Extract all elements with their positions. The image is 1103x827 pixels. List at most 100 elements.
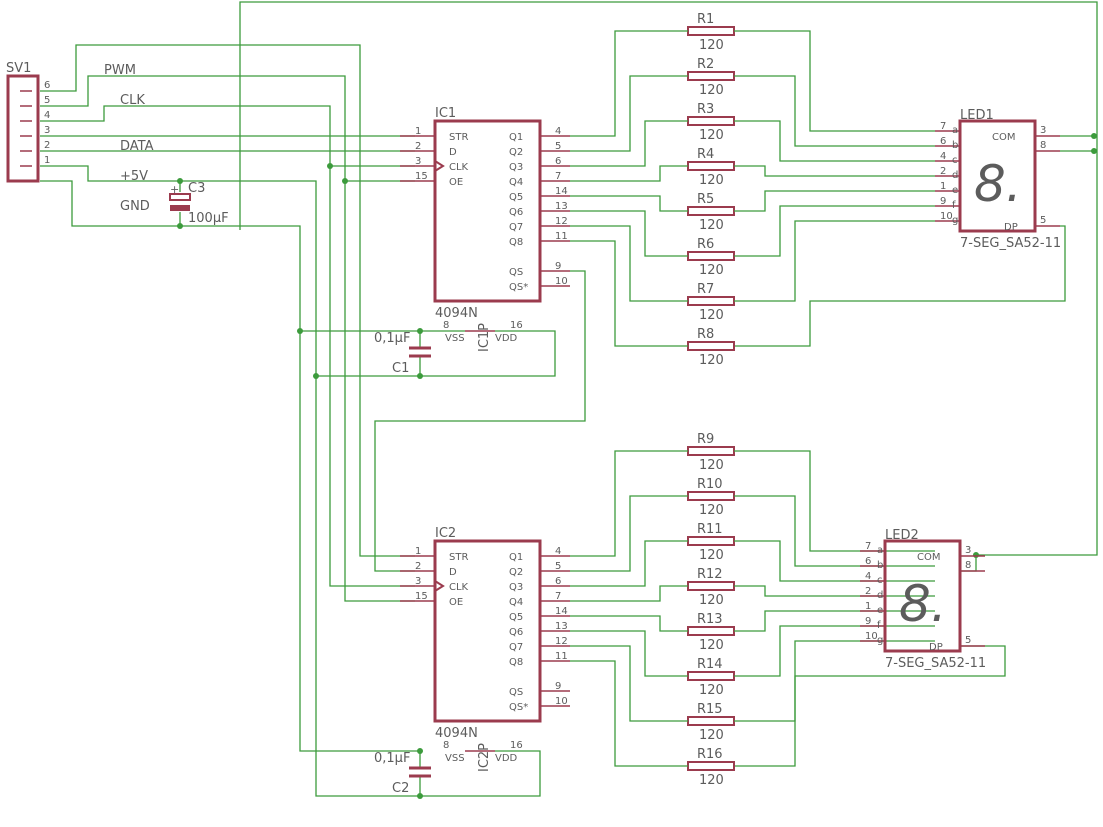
ic-pin-label: CLK: [449, 582, 469, 593]
wire-resistor-seg: [734, 30, 935, 132]
resistor-r14: [687, 671, 735, 681]
resistor-r9: [687, 446, 735, 456]
wire-q-resistor: [570, 75, 688, 152]
resistor-r10: [687, 491, 735, 501]
ic-pin-num: 9: [555, 681, 561, 692]
resistor-value: 120: [699, 263, 724, 278]
resistor-value: 120: [699, 353, 724, 368]
display-part: 7-SEG_SA52-11: [960, 236, 1061, 251]
wire-q-resistor: [570, 585, 688, 602]
ic-pin-label: Q1: [509, 552, 523, 563]
ic-pin-num: 15: [415, 591, 428, 602]
ic-pin-num: 13: [555, 621, 568, 632]
display-name: LED2: [885, 528, 919, 543]
resistor-value: 120: [699, 773, 724, 788]
connector-name: SV1: [6, 61, 31, 76]
display-glyph: 8.: [899, 575, 947, 633]
resistor-r7: [687, 296, 735, 306]
ic-pin-label: OE: [449, 177, 463, 188]
ic-pin-label: Q2: [509, 567, 523, 578]
resistor-name: R1: [697, 12, 714, 27]
display-part: 7-SEG_SA52-11: [885, 656, 986, 671]
ic-vss-label: VSS: [445, 753, 465, 764]
resistor-name: R14: [697, 657, 723, 672]
wire-q-resistor: [570, 240, 688, 347]
resistor-name: R4: [697, 147, 714, 162]
display-pin-num: 9: [940, 196, 946, 207]
ic-pin-label: Q2: [509, 147, 523, 158]
wire-q-resistor: [570, 120, 688, 167]
display-dp-num: 5: [965, 635, 971, 646]
resistor-value: 120: [699, 38, 724, 53]
display-pin-num: 4: [865, 571, 871, 582]
ic-pin-label: Q8: [509, 657, 523, 668]
ic-vdd-num: 16: [510, 740, 523, 751]
ic-pin-num: 15: [415, 171, 428, 182]
ic-pin-num: 11: [555, 231, 568, 242]
net-clk: CLK: [120, 93, 145, 108]
resistor-name: R6: [697, 237, 714, 252]
ic-pin-label: Q6: [509, 207, 523, 218]
c3-plate-pos: [169, 193, 191, 201]
ic-part: 4094N: [435, 726, 478, 741]
ic-vss-label: VSS: [445, 333, 465, 344]
display-pin-num: 7: [865, 541, 871, 552]
ic-pin-label: Q3: [509, 162, 523, 173]
display-pin-num: 10: [865, 631, 878, 642]
display-pin-num: 4: [940, 151, 946, 162]
wire-pwm-ic2: [344, 181, 415, 602]
wire-resistor-seg: [734, 120, 935, 162]
wire-pwm: [40, 75, 415, 182]
wire-q-resistor: [570, 660, 688, 767]
display-seg-label: c: [877, 575, 883, 586]
wire-resistor-seg: [734, 75, 935, 147]
ic-groups: IC14094N1STR2D3CLK15OE4Q15Q26Q37Q414Q513…: [374, 12, 1061, 796]
c3-value: 100µF: [188, 211, 229, 226]
ic-pin-label: QS*: [509, 702, 528, 713]
resistor-name: R9: [697, 432, 714, 447]
ic-pin-num: 1: [415, 126, 421, 137]
ic-pin-label: Q7: [509, 642, 523, 653]
ic-group-ic1: IC14094N1STR2D3CLK15OE4Q15Q26Q37Q414Q513…: [374, 12, 1061, 376]
resistor-name: R7: [697, 282, 714, 297]
display-seg-label: e: [952, 185, 958, 196]
resistor-value: 120: [699, 458, 724, 473]
ic-pin-label: Q5: [509, 192, 523, 203]
display-pin-num: 9: [865, 616, 871, 627]
connector-body: [6, 74, 40, 183]
display-seg-label: b: [952, 140, 958, 151]
wire-cascade: [374, 270, 586, 572]
display-seg-label: f: [952, 200, 956, 211]
connector-pin-num: 5: [44, 95, 50, 106]
connector-pin-num: 3: [44, 125, 50, 136]
resistor-value: 120: [699, 218, 724, 233]
display-com-num: 3: [1040, 125, 1046, 136]
ic-vdd-num: 16: [510, 320, 523, 331]
ic-pin-label: CLK: [449, 162, 469, 173]
display-dp-label: DP: [1004, 222, 1018, 233]
display-pin-num: 1: [940, 181, 946, 192]
wire-resistor-seg: [734, 540, 935, 582]
ic-power-name: IC2P: [477, 743, 492, 772]
resistor-r11: [687, 536, 735, 546]
net-5v: +5V: [120, 169, 148, 184]
ic-pin-num: 5: [555, 141, 561, 152]
ic-pin-num: 3: [415, 156, 421, 167]
wire-q-resistor: [570, 210, 688, 257]
display-seg-label: g: [877, 635, 883, 646]
ic-pin-label: QS: [509, 687, 523, 698]
ic-pin-label: Q8: [509, 237, 523, 248]
resistor-value: 120: [699, 728, 724, 743]
ic-pin-label: Q4: [509, 177, 523, 188]
wire-q-resistor: [570, 195, 688, 212]
display-seg-label: b: [877, 560, 883, 571]
ic-pin-label: D: [449, 567, 457, 578]
clock-icon: [434, 160, 445, 172]
display-pin-num: 6: [865, 556, 871, 567]
resistor-r1: [687, 26, 735, 36]
ic-name: IC1: [435, 106, 456, 121]
display-name: LED1: [960, 108, 994, 123]
ic-vss-num: 8: [443, 740, 449, 751]
